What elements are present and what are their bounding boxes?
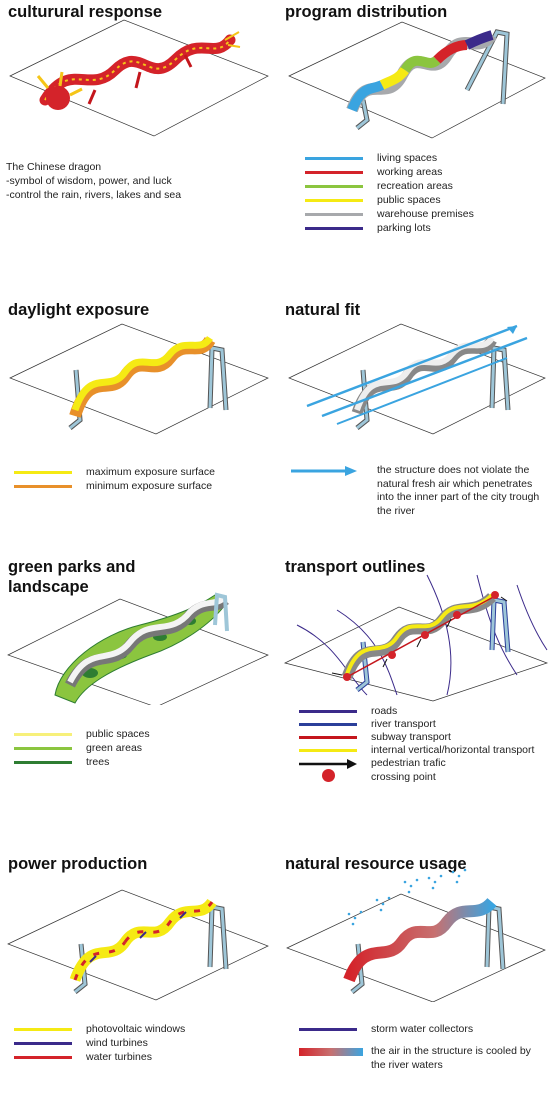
legend-label: photovoltaic windows: [86, 1023, 186, 1035]
panel-cultural-response: culturural response The Chinese dragon -…: [0, 0, 277, 267]
panel-title: natural fit: [285, 301, 361, 319]
legend-swatch: [14, 1027, 72, 1031]
dragon-illustration: [9, 19, 269, 137]
legend-swatch: [299, 723, 357, 726]
arrow-icon: [299, 758, 357, 769]
legend-label: internal vertical/horizontal transport: [371, 744, 535, 756]
legend-item: working areas: [305, 165, 474, 179]
panel-power-production: power production photovoltaic windows wi…: [0, 852, 277, 1119]
legend-swatch: [299, 736, 357, 739]
crossing-point-icon: [299, 768, 357, 786]
legend-label: water turbines: [86, 1051, 152, 1063]
legend-item: green areas: [14, 741, 150, 755]
legend-label: living spaces: [377, 152, 438, 164]
legend-label: roads: [371, 705, 398, 717]
legend-swatch: [14, 484, 72, 488]
panel-title: culturural response: [8, 3, 163, 21]
title-line: green parks and: [8, 558, 136, 576]
natural-fit-diagram: [288, 323, 546, 435]
power-diagram: [7, 889, 269, 1001]
program-diagram: [288, 21, 546, 139]
desc-line: -control the rain, rivers, lakes and sea: [6, 189, 182, 201]
legend-item: public spaces: [305, 193, 474, 207]
panel-title: program distribution: [285, 3, 448, 21]
legend-item: wind turbines: [14, 1036, 185, 1050]
panel-title: natural resource usage: [285, 855, 467, 873]
legend-item: crossing point: [299, 768, 534, 786]
legend-item: photovoltaic windows: [14, 1022, 185, 1036]
legend-label: warehouse premises: [377, 208, 474, 220]
cooling-gradient-swatch: [299, 1048, 363, 1056]
legend-label: recreation areas: [377, 180, 453, 192]
legend-label: public spaces: [377, 194, 441, 206]
panel-title: power production: [8, 855, 148, 873]
legend-swatch: [14, 760, 72, 764]
legend-item: trees: [14, 755, 150, 769]
airflow-arrow: [291, 466, 357, 476]
panel-natural-fit: natural fit the structure does not viola…: [277, 298, 554, 565]
legend-item: recreation areas: [305, 179, 474, 193]
legend-item: public spaces: [14, 727, 150, 741]
legend-swatch: [14, 746, 72, 750]
legend-item: roads: [299, 705, 534, 718]
legend-label: minimum exposure surface: [86, 480, 213, 492]
panel-daylight-exposure: daylight exposure maximum exposure surfa…: [0, 298, 277, 565]
legend-item: living spaces: [305, 151, 474, 165]
legend-label: river transport: [371, 718, 436, 730]
legend-label: pedestrian trafic: [371, 757, 446, 769]
legend-label: wind turbines: [86, 1037, 148, 1049]
panel-title: green parks and landscape: [8, 557, 135, 597]
legend-item: water turbines: [14, 1050, 185, 1064]
legend-item: internal vertical/horizontal transport: [299, 744, 534, 757]
transport-diagram: [283, 574, 549, 702]
legend-swatch: [305, 198, 363, 202]
panel-green-parks: green parks and landscape public spaces …: [0, 555, 277, 822]
legend-item: warehouse premises: [305, 207, 474, 221]
legend-swatch: [299, 749, 357, 752]
legend-item: river transport: [299, 718, 534, 731]
legend-item: storm water collectors: [299, 1022, 473, 1036]
daylight-diagram: [9, 323, 269, 435]
legend-label: subway transport: [371, 731, 451, 743]
legend-swatch: [14, 470, 72, 474]
panel-transport-outlines: transport outlines roads river transport…: [277, 555, 554, 822]
legend-item: minimum exposure surface: [14, 479, 215, 493]
legend-label: maximum exposure surface: [86, 466, 215, 478]
legend-swatch: [305, 226, 363, 230]
legend-label: working areas: [377, 166, 443, 178]
panel-title: transport outlines: [285, 558, 426, 576]
legend-label: storm water collectors: [371, 1023, 474, 1035]
legend-label: public spaces: [86, 728, 150, 740]
legend-label: green areas: [86, 742, 143, 754]
legend-swatch: [14, 1041, 72, 1045]
panel-title: daylight exposure: [8, 301, 150, 319]
legend-swatch: [305, 170, 363, 174]
legend-label: crossing point: [371, 770, 436, 783]
title-line: landscape: [8, 578, 89, 596]
cooling-note: the air in the structure is cooled by th…: [371, 1045, 531, 1071]
legend-item: subway transport: [299, 731, 534, 744]
legend-swatch: [305, 184, 363, 188]
legend-swatch: [305, 156, 363, 160]
legend-swatch: [299, 1027, 357, 1031]
legend-item: maximum exposure surface: [14, 465, 215, 479]
legend-item: pedestrian trafic: [299, 757, 534, 770]
legend-swatch: [14, 732, 72, 736]
legend-label: trees: [86, 756, 110, 768]
desc-line: -symbol of wisdom, power, and luck: [6, 175, 172, 187]
desc-line: The Chinese dragon: [6, 161, 102, 173]
legend-item: parking lots: [305, 221, 474, 235]
legend-label: parking lots: [377, 222, 431, 234]
legend-swatch: [14, 1055, 72, 1059]
resource-diagram: [286, 868, 546, 1002]
green-parks-diagram: [7, 592, 269, 705]
panel-program-distribution: program distribution living spaces worki…: [277, 0, 554, 267]
panel-natural-resource-usage: natural resource usage storm water colle…: [277, 852, 554, 1119]
legend-swatch: [305, 212, 363, 216]
airflow-note: the structure does not violate the natur…: [377, 464, 540, 517]
legend-swatch: [299, 710, 357, 713]
